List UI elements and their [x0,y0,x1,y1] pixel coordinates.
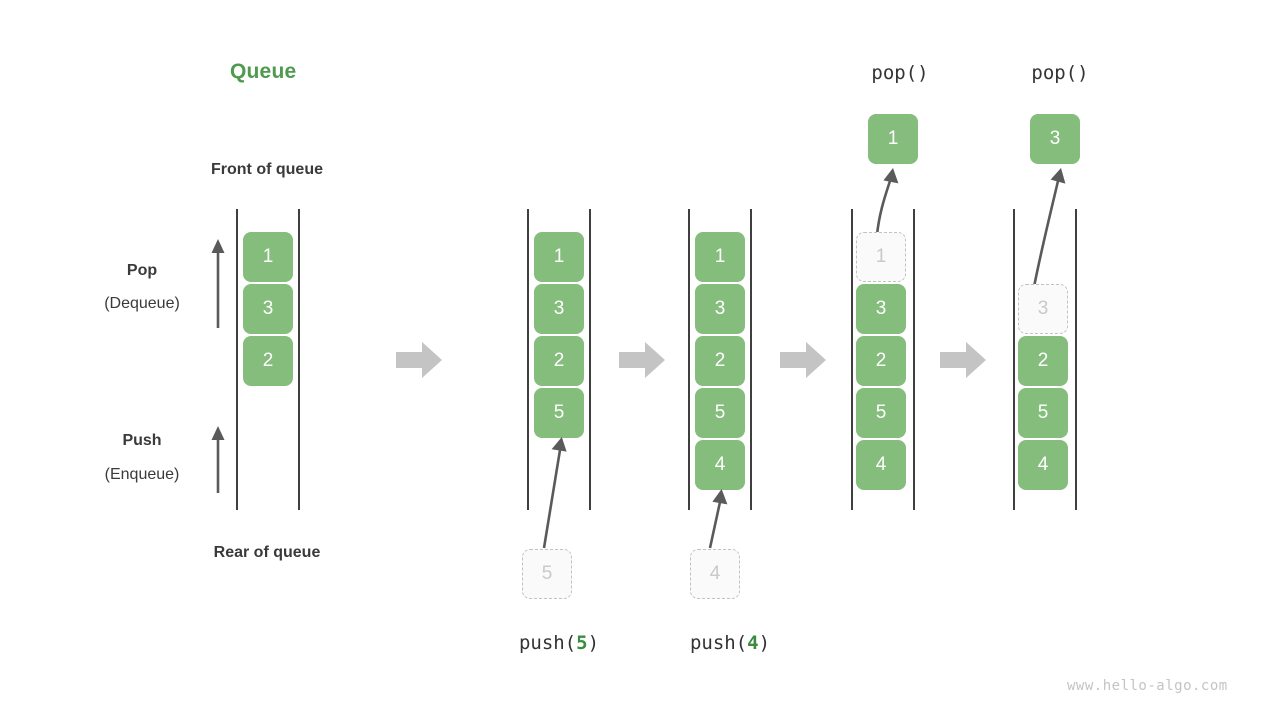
transition-arrow-icon [780,342,826,378]
push-arg: 5 [576,632,588,654]
queue-cell: 5 [695,388,745,438]
transition-arrow-icon [940,342,986,378]
pop-dequeue-arrow [875,168,899,236]
queue-rail-left-1 [527,209,529,510]
queue-cell: 2 [243,336,293,386]
queue-rail-left-3 [851,209,853,510]
push-direction-arrow [211,426,225,493]
push-label: Push [122,432,162,449]
queue-rail-left-2 [688,209,690,510]
push-enqueue-arrow [708,489,728,549]
queue-rail-right-4 [1075,209,1077,510]
queue-rail-right-2 [750,209,752,510]
queue-rail-right-3 [913,209,915,510]
push-enqueue-label: (Enqueue) [104,466,180,483]
push-suffix: ) [758,632,771,654]
queue-cell: 4 [856,440,906,490]
queue-cell: 2 [1018,336,1068,386]
pop-label: Pop [126,262,158,279]
queue-rail-right-0 [298,209,300,510]
popped-element: 1 [868,114,918,164]
pending-element-ghost: 4 [690,549,740,599]
queue-cell: 3 [534,284,584,334]
queue-rail-right-1 [589,209,591,510]
watermark: www.hello-algo.com [1067,678,1228,694]
queue-cell: 4 [695,440,745,490]
transition-arrow-icon [619,342,665,378]
removed-element-ghost: 3 [1018,284,1068,334]
queue-cell: 1 [243,232,293,282]
rear-of-queue-label: Rear of queue [213,544,321,561]
push-5-operation-label: push(5) [459,632,659,654]
push-prefix: push( [689,632,748,654]
push-suffix: ) [587,632,600,654]
queue-cell: 3 [856,284,906,334]
queue-cell: 4 [1018,440,1068,490]
queue-cell: 3 [695,284,745,334]
queue-rail-left-4 [1013,209,1015,510]
push-enqueue-arrow [542,437,567,549]
queue-cell: 2 [695,336,745,386]
queue-rail-left-0 [236,209,238,510]
push-4-operation-label: push(4) [630,632,830,654]
pop-direction-arrow [211,239,225,328]
removed-element-ghost: 1 [856,232,906,282]
pending-element-ghost: 5 [522,549,572,599]
diagram-title: Queue [230,60,297,83]
queue-cell: 5 [1018,388,1068,438]
queue-cell: 3 [243,284,293,334]
queue-cell: 1 [695,232,745,282]
push-arg: 4 [747,632,759,654]
queue-cell: 1 [534,232,584,282]
pop-operation-label: pop() [871,62,929,84]
pop-operation-label: pop() [1031,62,1089,84]
push-prefix: push( [518,632,577,654]
queue-cell: 2 [534,336,584,386]
queue-cell: 5 [856,388,906,438]
front-of-queue-label: Front of queue [211,161,323,178]
pop-dequeue-label: (Dequeue) [104,295,180,312]
transition-arrow-icon [396,342,442,378]
queue-cell: 5 [534,388,584,438]
pop-dequeue-arrow [1032,168,1066,288]
popped-element: 3 [1030,114,1080,164]
queue-cell: 2 [856,336,906,386]
